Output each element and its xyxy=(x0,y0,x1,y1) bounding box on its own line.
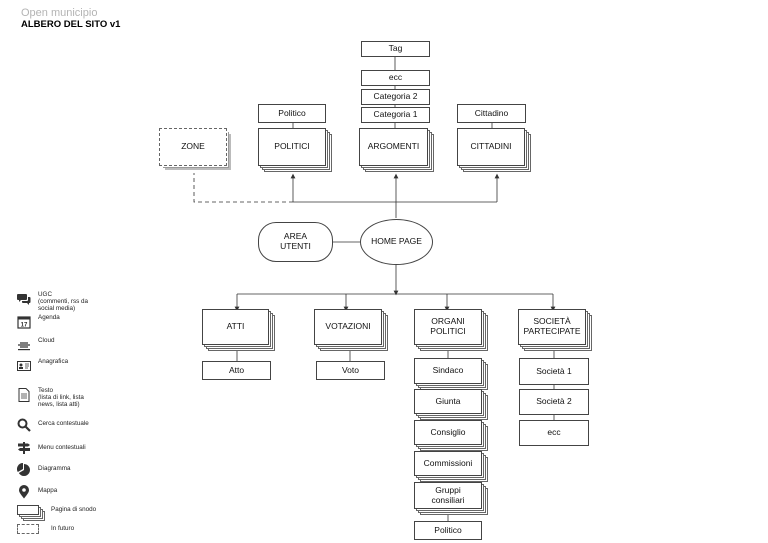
node-politico-top[interactable]: Politico xyxy=(258,104,326,123)
node-argomenti[interactable]: ARGOMENTI xyxy=(359,128,428,166)
document-icon xyxy=(18,388,30,402)
legend-cerca: Cerca contestuale xyxy=(17,418,89,432)
diagram-title: ALBERO DEL SITO v1 xyxy=(21,19,121,30)
node-ecc-top[interactable]: ecc xyxy=(361,70,430,86)
node-politico-bottom[interactable]: Politico xyxy=(414,521,482,540)
node-societa-partecipate[interactable]: SOCIETÀ PARTECIPATE xyxy=(518,309,586,345)
node-organi-politici[interactable]: ORGANI POLITICI xyxy=(414,309,482,345)
dashed-page-icon xyxy=(17,524,39,534)
legend-label-testo: Testo (lista di link, lista news, lista … xyxy=(38,387,84,408)
legend-label-ugc: UGC (commenti, rss da social media) xyxy=(38,291,89,312)
node-societa-2[interactable]: Società 2 xyxy=(519,389,589,415)
node-politici[interactable]: POLITICI xyxy=(258,128,326,166)
legend-label-diagramma: Diagramma xyxy=(38,465,71,472)
stacked-page-icon xyxy=(17,505,39,515)
legend-pagina-snodo: Pagina di snodo xyxy=(17,505,96,515)
node-categoria-1[interactable]: Categoria 1 xyxy=(361,107,430,123)
legend-in-futuro: In futuro xyxy=(17,524,74,534)
legend-label-anagrafica: Anagrafica xyxy=(38,358,69,365)
node-cittadini[interactable]: CITTADINI xyxy=(457,128,525,166)
node-giunta[interactable]: Giunta xyxy=(414,389,482,414)
legend-testo: Testo (lista di link, lista news, lista … xyxy=(17,387,84,409)
diagram-subtitle: Open municipio xyxy=(21,7,98,19)
legend-anagrafica: Anagrafica xyxy=(17,358,69,373)
cloud-icon xyxy=(18,342,30,351)
magnifier-icon xyxy=(17,418,31,432)
legend-agenda: 17 Agenda xyxy=(17,314,60,329)
map-pin-icon xyxy=(19,485,29,499)
id-card-icon xyxy=(17,361,31,371)
node-gruppi-consiliari[interactable]: Gruppi consiliari xyxy=(414,482,482,509)
node-tag[interactable]: Tag xyxy=(361,41,430,57)
legend-label-in-futuro: In futuro xyxy=(51,525,75,532)
node-votazioni[interactable]: VOTAZIONI xyxy=(314,309,382,345)
line-bus-zone xyxy=(193,173,293,203)
legend-ugc: UGC (commenti, rss da social media) xyxy=(17,291,89,313)
pie-chart-icon xyxy=(17,463,30,476)
legend-label-pagina-snodo: Pagina di snodo xyxy=(51,506,97,513)
calendar-day: 17 xyxy=(21,323,28,329)
legend-menu: Menu contestuali xyxy=(17,441,86,455)
legend-cloud: Cloud xyxy=(17,337,55,352)
legend-label-cerca: Cerca contestuale xyxy=(38,420,89,427)
node-atto[interactable]: Atto xyxy=(202,361,271,380)
legend-label-cloud: Cloud xyxy=(38,337,55,344)
calendar-icon: 17 xyxy=(17,316,31,329)
node-sindaco[interactable]: Sindaco xyxy=(414,358,482,384)
node-commissioni[interactable]: Commissioni xyxy=(414,451,482,476)
node-ecc-bottom[interactable]: ecc xyxy=(519,420,589,446)
node-societa-1[interactable]: Società 1 xyxy=(519,358,589,385)
legend-label-agenda: Agenda xyxy=(38,314,60,321)
legend-label-menu: Menu contestuali xyxy=(38,444,86,451)
signpost-icon xyxy=(18,442,30,454)
node-consiglio[interactable]: Consiglio xyxy=(414,420,482,445)
node-cittadino[interactable]: Cittadino xyxy=(457,104,526,123)
node-voto[interactable]: Voto xyxy=(316,361,385,380)
speech-bubbles-icon xyxy=(17,294,31,305)
legend-diagramma: Diagramma xyxy=(17,463,71,477)
legend-mappa: Mappa xyxy=(17,485,57,499)
legend-label-mappa: Mappa xyxy=(38,487,58,494)
node-categoria-2[interactable]: Categoria 2 xyxy=(361,89,430,105)
node-atti[interactable]: ATTI xyxy=(202,309,269,345)
node-zone[interactable]: ZONE xyxy=(159,128,227,166)
node-home-page[interactable]: HOME PAGE xyxy=(360,219,433,265)
node-area-utenti[interactable]: AREA UTENTI xyxy=(258,222,333,262)
